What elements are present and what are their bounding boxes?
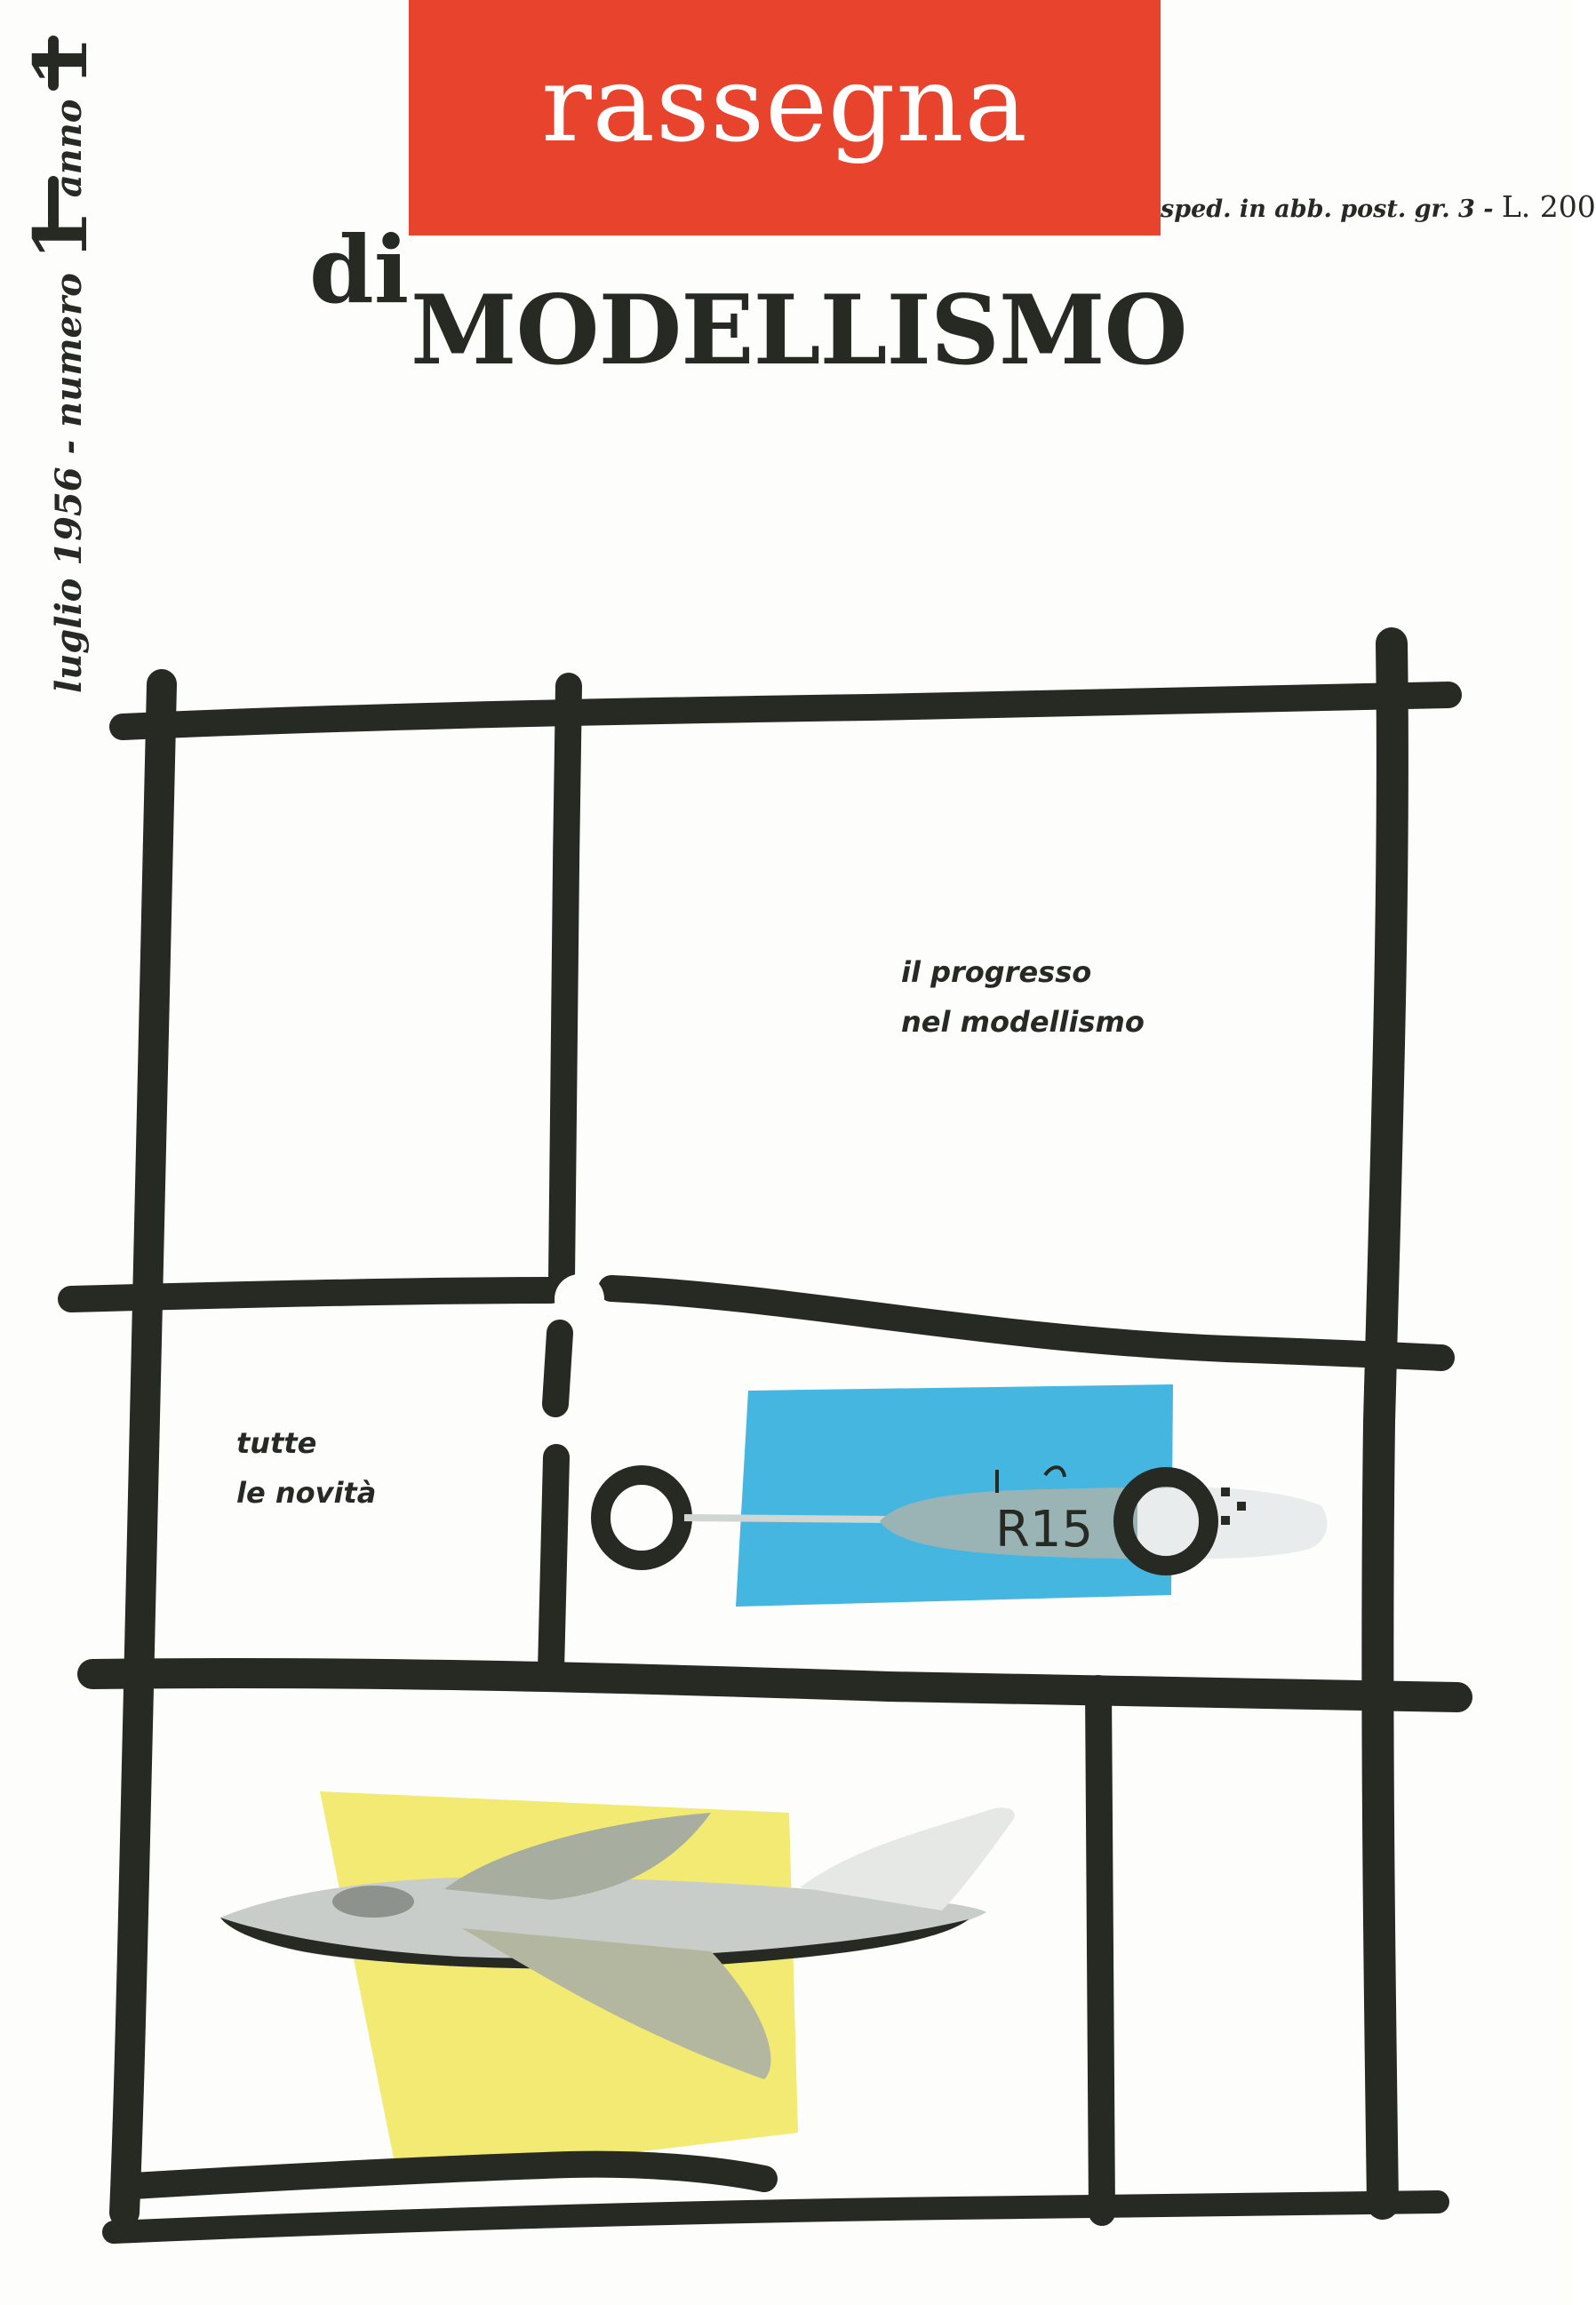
price-line: sped. in abb. post. gr. 3 - L. 200 [1161,185,1596,229]
grid-line-lower [77,1657,1472,1712]
boat-marking: R15 [995,1501,1093,1559]
masthead-rassegna: rassegna [541,43,1028,165]
grid-line-bottom [120,2150,778,2199]
caption-news: tutte le novità [236,1426,377,1510]
grid-line-center-upper [548,673,582,1293]
junction-dot [555,1274,604,1324]
grid-line-left [109,669,177,2228]
price: L. 200 [1501,189,1596,224]
grid-line-right-inner [1085,1675,1115,2226]
masthead-di: di [309,215,410,324]
postal-note: sped. in abb. post. gr. 3 - [1161,195,1494,223]
grid-line-right [1361,627,1408,2220]
caption-progress: il progresso nel modellismo [901,955,1145,1039]
grid-line-top [109,682,1462,740]
grid-line-base [102,2190,1449,2244]
masthead-modellismo: MODELLISMO [411,275,1188,387]
masthead-red-box: rassegna [409,0,1161,235]
model-jet-aircraft-icon [220,1807,1015,2079]
grid-line-middle [58,1275,1455,1371]
ring-icon [591,1465,890,1570]
grid-line-center-lower [538,1320,573,1684]
ring-icon [1113,1467,1218,1575]
brush-grid-lines [48,36,1472,2244]
